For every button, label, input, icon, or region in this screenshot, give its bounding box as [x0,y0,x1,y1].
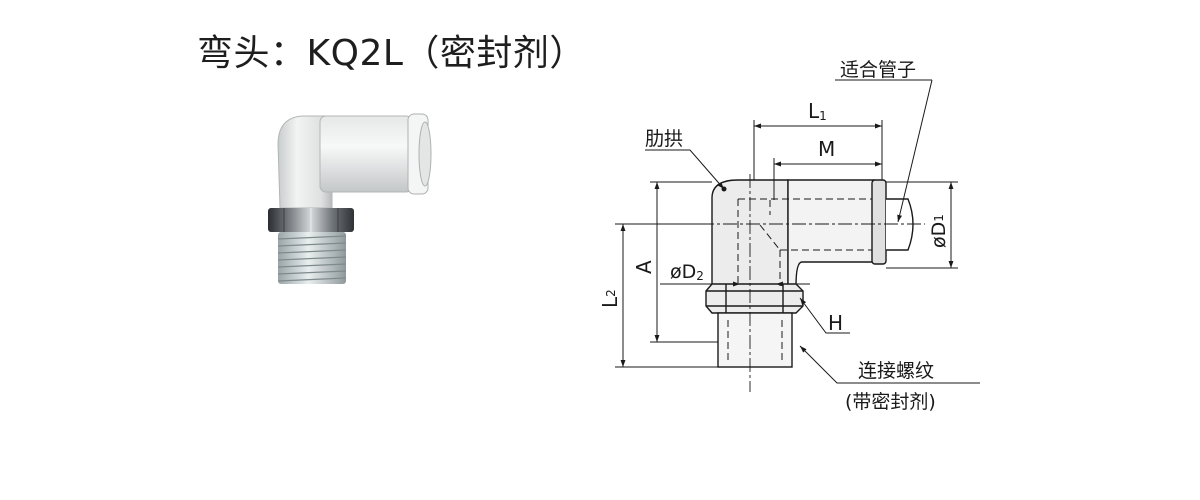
callout-rib: 肋拱 [645,128,683,150]
tube [886,198,914,251]
arm-body [787,179,875,287]
thread-body [717,312,793,368]
label-M: M [818,137,835,161]
page-title: 弯头：KQ2L（密封剂） [197,33,586,74]
product-photo [268,113,432,284]
leader-H [799,297,850,334]
leader-rib [645,149,725,190]
label-D1: øD1 [928,214,950,248]
callout-suitable-tube: 适合管子 [840,59,916,81]
leader-thread [799,345,980,384]
label-D2: øD2 [670,261,704,283]
release-collar [871,179,887,265]
callout-connection-thread: 连接螺纹 [858,360,934,382]
hex-nut [705,283,804,314]
label-H: H [828,311,843,335]
leader-suitable-tube [835,79,933,222]
callout-with-sealant: (带密封剂) [845,391,936,413]
label-L2: L2 [598,289,622,308]
label-A: A [632,260,656,274]
label-L1: L1 [808,99,827,123]
